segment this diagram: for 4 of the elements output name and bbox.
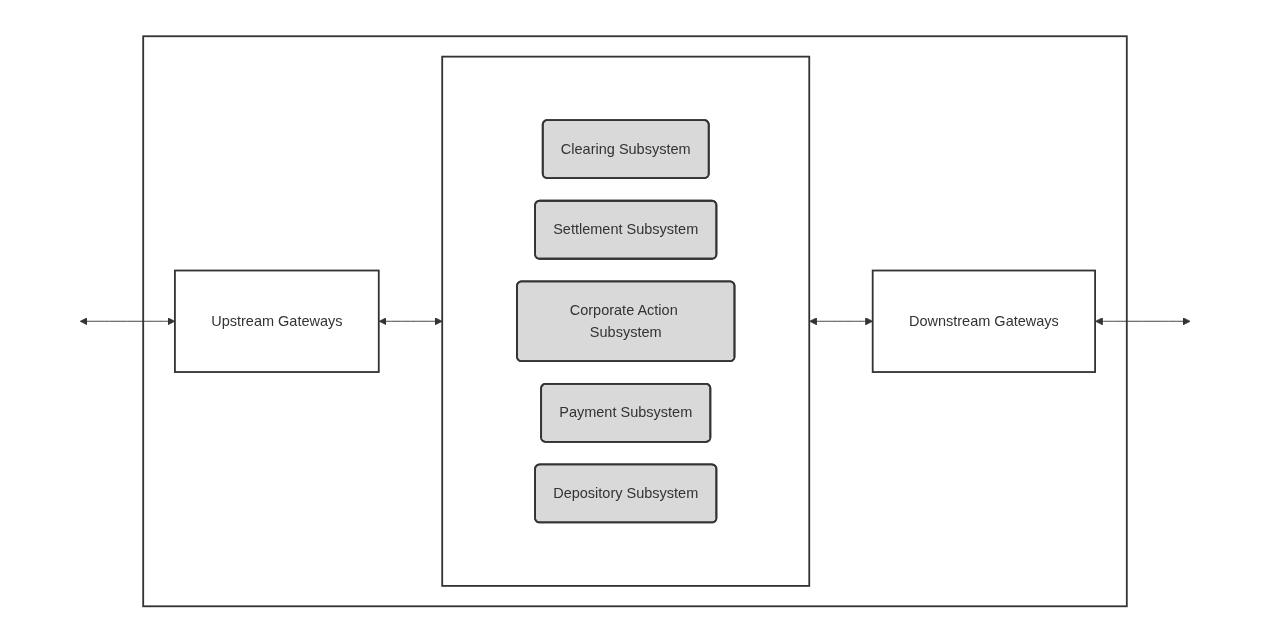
node-box: Upstream Gateways xyxy=(174,269,380,374)
cluster xyxy=(441,55,811,588)
node-box: Downstream Gateways xyxy=(871,269,1096,374)
cluster xyxy=(142,35,1128,608)
